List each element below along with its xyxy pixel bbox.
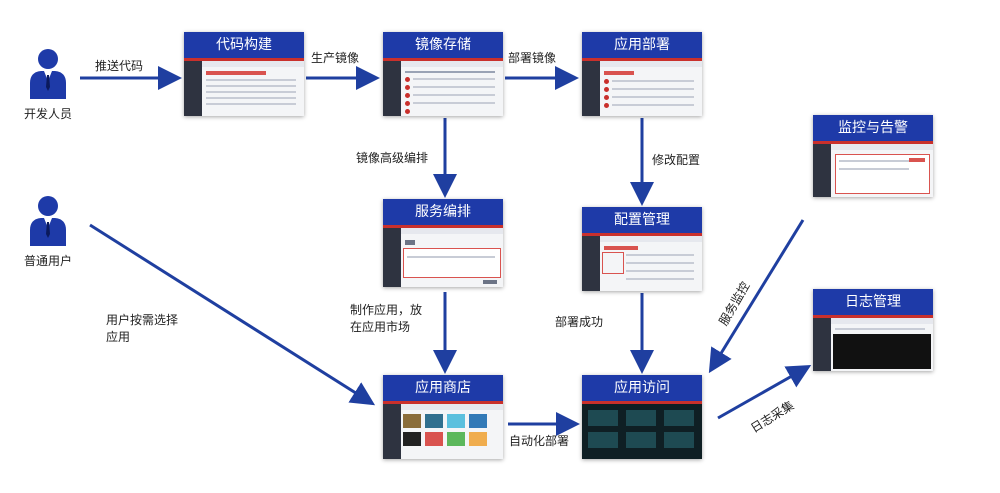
edge-label-make-app: 制作应用，放在应用市场 bbox=[350, 303, 423, 334]
module-code-build: 代码构建 bbox=[184, 32, 304, 116]
edge-label-deploy-image: 部署镜像 bbox=[508, 51, 557, 65]
screenshot-thumbnail bbox=[582, 61, 702, 116]
module-title: 镜像存储 bbox=[383, 32, 503, 61]
screenshot-thumbnail bbox=[383, 228, 503, 287]
screenshot-thumbnail bbox=[813, 144, 933, 197]
edge-label-advanced-orchestration: 镜像高级编排 bbox=[356, 151, 429, 165]
screenshot-thumbnail bbox=[813, 318, 933, 371]
module-title: 日志管理 bbox=[813, 289, 933, 318]
edge-label-push-code: 推送代码 bbox=[95, 59, 144, 73]
module-title: 应用访问 bbox=[582, 375, 702, 404]
developer-label: 开发人员 bbox=[23, 107, 72, 121]
module-config-management: 配置管理 bbox=[582, 207, 702, 291]
module-title: 应用商店 bbox=[383, 375, 503, 404]
user-label: 普通用户 bbox=[23, 254, 72, 268]
screenshot-thumbnail bbox=[184, 61, 304, 116]
module-title: 代码构建 bbox=[184, 32, 304, 61]
screenshot-thumbnail bbox=[383, 404, 503, 459]
module-title: 配置管理 bbox=[582, 207, 702, 236]
user-icon bbox=[30, 196, 66, 246]
module-app-store: 应用商店 bbox=[383, 375, 503, 459]
edge-label-user-select: 用户按需选择应用 bbox=[106, 313, 179, 344]
edge-label-log-collect: 日志采集 bbox=[748, 398, 797, 436]
module-title: 应用部署 bbox=[582, 32, 702, 61]
screenshot-thumbnail bbox=[582, 404, 702, 459]
module-title: 监控与告警 bbox=[813, 115, 933, 144]
screenshot-thumbnail bbox=[582, 236, 702, 291]
arrow-service-monitor bbox=[708, 219, 805, 374]
module-service-orchestration: 服务编排 bbox=[383, 199, 503, 287]
edge-label-produce-image: 生产镜像 bbox=[311, 51, 360, 65]
edge-label-deploy-success: 部署成功 bbox=[555, 315, 604, 329]
developer-icon bbox=[30, 49, 66, 99]
actor-user: 普通用户 bbox=[13, 192, 83, 269]
module-image-storage: 镜像存储 bbox=[383, 32, 503, 116]
edge-label-service-monitor: 服务监控 bbox=[716, 279, 753, 329]
module-log-management: 日志管理 bbox=[813, 289, 933, 371]
actor-developer: 开发人员 bbox=[13, 45, 83, 122]
edge-label-auto-deploy: 自动化部署 bbox=[509, 434, 570, 448]
module-app-deploy: 应用部署 bbox=[582, 32, 702, 116]
module-monitor-alert: 监控与告警 bbox=[813, 115, 933, 197]
module-app-access: 应用访问 bbox=[582, 375, 702, 459]
screenshot-thumbnail bbox=[383, 61, 503, 116]
module-title: 服务编排 bbox=[383, 199, 503, 228]
edge-label-modify-config: 修改配置 bbox=[652, 153, 701, 167]
